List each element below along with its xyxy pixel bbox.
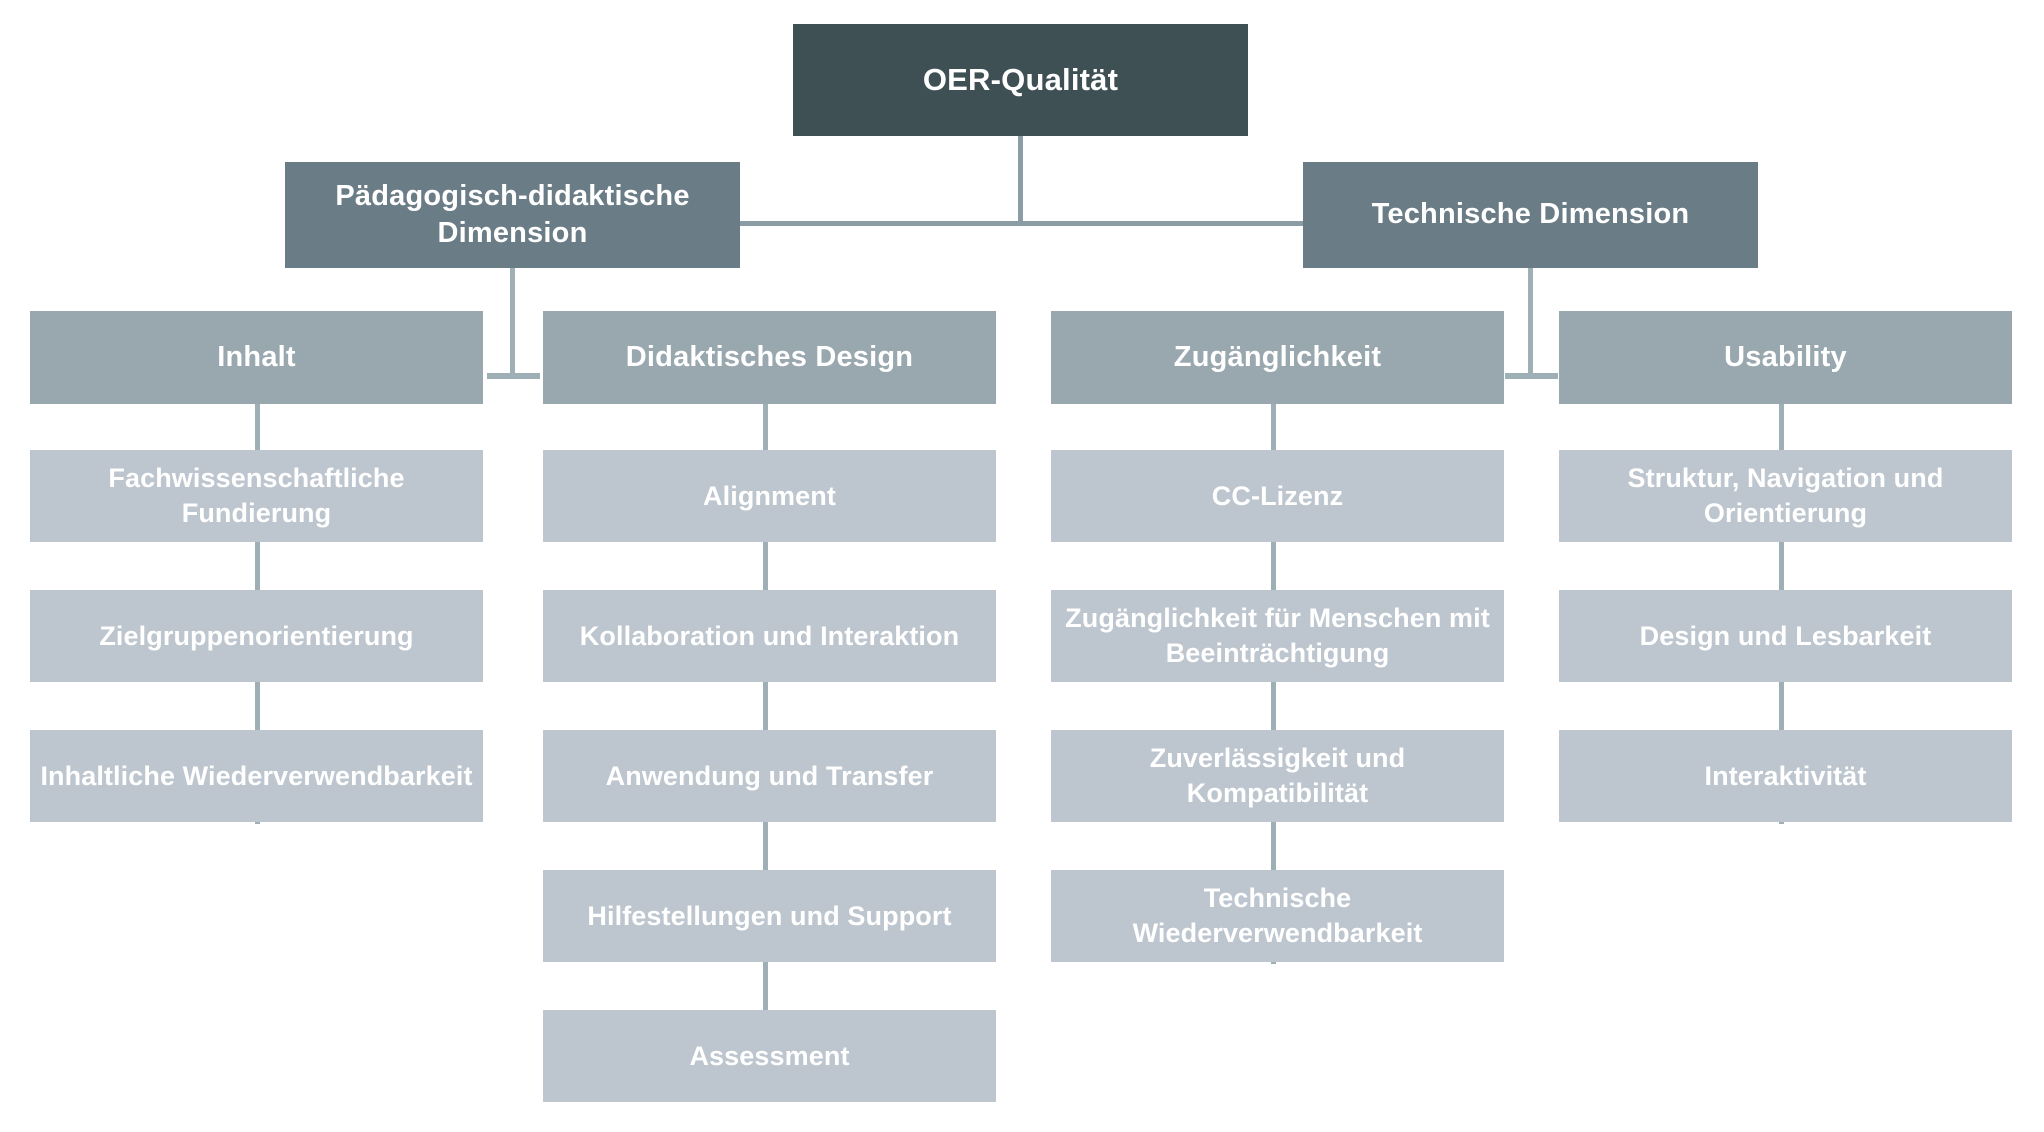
node-criterion-label: Design und Lesbarkeit — [1639, 620, 1932, 651]
connector-paed-vertical — [510, 268, 515, 378]
connector-root-vertical — [1018, 136, 1023, 224]
connector-tech-category-bus — [1505, 373, 1558, 379]
node-criterion-label: Hilfestellungen und Support — [587, 900, 952, 931]
node-criterion-label: Zuverlässigkeit und Kompatibilität — [1149, 743, 1406, 808]
node-criterion[interactable]: Inhaltliche Wiederverwendbarkeit — [30, 730, 483, 822]
node-category-label: Inhalt — [217, 340, 296, 373]
node-category-usability[interactable]: Usability — [1559, 311, 2012, 404]
node-dimension-paedagogisch-didaktisch[interactable]: Pädagogisch-didaktische Dimension — [285, 162, 740, 268]
node-dimension-label: Technische Dimension — [1371, 198, 1690, 231]
node-criterion[interactable]: Design und Lesbarkeit — [1559, 590, 2012, 682]
node-criterion-label: Fachwissenschaftliche Fundierung — [108, 463, 405, 528]
node-criterion[interactable]: Hilfestellungen und Support — [543, 870, 996, 962]
node-criterion[interactable]: Interaktivität — [1559, 730, 2012, 822]
node-criterion[interactable]: Struktur, Navigation und Orientierung — [1559, 450, 2012, 542]
node-criterion-label: Zugänglichkeit für Menschen mit Beeinträ… — [1065, 603, 1490, 668]
node-criterion-label: CC-Lizenz — [1211, 480, 1344, 511]
node-category-label: Zugänglichkeit — [1173, 340, 1382, 373]
node-criterion[interactable]: Zuverlässigkeit und Kompatibilität — [1051, 730, 1504, 822]
connector-paed-category-bus — [487, 373, 540, 379]
node-criterion[interactable]: Assessment — [543, 1010, 996, 1102]
node-dimension-technisch[interactable]: Technische Dimension — [1303, 162, 1758, 268]
node-criterion[interactable]: Anwendung und Transfer — [543, 730, 996, 822]
node-criterion[interactable]: CC-Lizenz — [1051, 450, 1504, 542]
node-category-inhalt[interactable]: Inhalt — [30, 311, 483, 404]
node-criterion-label: Anwendung und Transfer — [605, 760, 934, 791]
node-category-didaktisches-design[interactable]: Didaktisches Design — [543, 311, 996, 404]
node-root-label: OER-Qualität — [922, 62, 1119, 98]
connector-zugang-spine — [1271, 404, 1276, 964]
node-criterion-label: Struktur, Navigation und Orientierung — [1627, 463, 1944, 528]
node-category-label: Didaktisches Design — [625, 340, 914, 373]
node-criterion-label: Interaktivität — [1704, 760, 1867, 791]
node-criterion-label: Inhaltliche Wiederverwendbarkeit — [40, 760, 473, 791]
node-criterion-label: Technische Wiederverwendbarkeit — [1132, 883, 1423, 948]
node-category-label: Usability — [1724, 340, 1847, 373]
node-criterion[interactable]: Kollaboration und Interaktion — [543, 590, 996, 682]
node-criterion-label: Alignment — [703, 480, 836, 511]
node-criterion[interactable]: Technische Wiederverwendbarkeit — [1051, 870, 1504, 962]
node-category-zugaenglichkeit[interactable]: Zugänglichkeit — [1051, 311, 1504, 404]
connector-dimension-bus — [735, 221, 1308, 226]
node-criterion-label: Assessment — [689, 1040, 850, 1071]
node-criterion[interactable]: Zugänglichkeit für Menschen mit Beeinträ… — [1051, 590, 1504, 682]
node-criterion-label: Zielgruppenorientierung — [99, 620, 414, 651]
node-criterion[interactable]: Alignment — [543, 450, 996, 542]
node-criterion[interactable]: Fachwissenschaftliche Fundierung — [30, 450, 483, 542]
connector-tech-vertical — [1528, 268, 1533, 378]
node-root-oer-qualitaet[interactable]: OER-Qualität — [793, 24, 1248, 136]
node-criterion-label: Kollaboration und Interaktion — [579, 620, 960, 651]
node-criterion[interactable]: Zielgruppenorientierung — [30, 590, 483, 682]
node-dimension-label: Pädagogisch-didaktische Dimension — [335, 179, 690, 249]
